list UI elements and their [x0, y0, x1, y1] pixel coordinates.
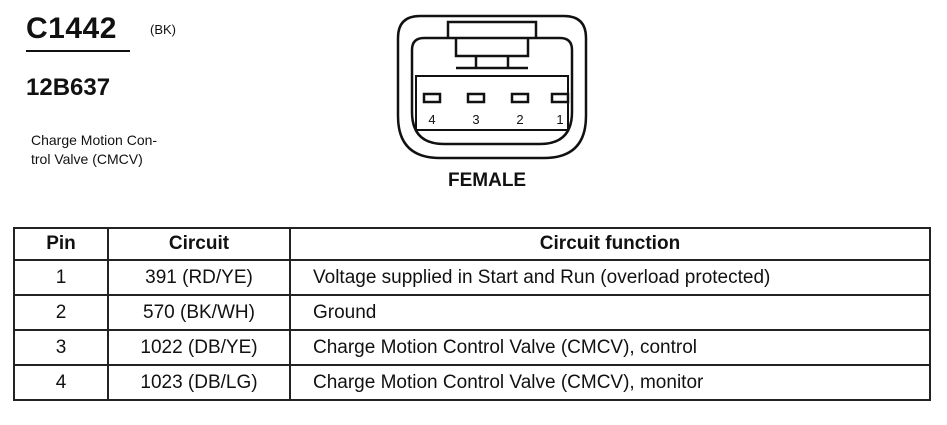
header-pin: Pin [13, 227, 109, 261]
pin-slot-2 [510, 92, 530, 104]
cell-circuit: 1022 (DB/YE) [107, 329, 291, 366]
pin-slot-1 [550, 92, 570, 104]
connector-inner-shell [410, 36, 574, 146]
cell-circuit: 391 (RD/YE) [107, 259, 291, 296]
connector-pin-cavity [415, 75, 569, 131]
cell-function: Ground [289, 294, 931, 331]
connector-gender: FEMALE [448, 170, 527, 191]
header-circuit-function: Circuit function [289, 227, 931, 261]
cell-function: Charge Motion Control Valve (CMCV), moni… [289, 364, 931, 401]
cell-circuit: 570 (BK/WH) [107, 294, 291, 331]
connector-latch [446, 20, 538, 70]
connector-face-diagram: 4 3 2 1 [396, 14, 588, 160]
cell-function: Voltage supplied in Start and Run (overl… [289, 259, 931, 296]
table-row: 4 1023 (DB/LG) Charge Motion Control Val… [13, 364, 931, 401]
pin-slot-4 [422, 92, 442, 104]
pin-label-4: 4 [428, 112, 435, 127]
description-line-2: trol Valve (CMCV) [31, 151, 143, 167]
connector-id: C1442 [26, 12, 117, 45]
description-line-1: Charge Motion Con- [31, 132, 158, 148]
pin-label-3: 3 [472, 112, 479, 127]
cell-pin: 2 [13, 294, 109, 331]
connector-id-underline [26, 50, 130, 52]
table-row: 2 570 (BK/WH) Ground [13, 294, 931, 331]
cell-pin: 4 [13, 364, 109, 401]
part-number: 12B637 [26, 74, 111, 101]
connector-color-code: (BK) [150, 22, 176, 37]
pin-label-2: 2 [516, 112, 523, 127]
cell-function: Charge Motion Control Valve (CMCV), cont… [289, 329, 931, 366]
header-circuit: Circuit [107, 227, 291, 261]
cell-pin: 1 [13, 259, 109, 296]
table-row: 3 1022 (DB/YE) Charge Motion Control Val… [13, 329, 931, 366]
connector-description: Charge Motion Con- trol Valve (CMCV) [31, 131, 206, 169]
cell-pin: 3 [13, 329, 109, 366]
pinout-table: Pin Circuit Circuit function 1 391 (RD/Y… [13, 227, 931, 401]
cell-circuit: 1023 (DB/LG) [107, 364, 291, 401]
pin-label-1: 1 [556, 112, 563, 127]
table-header-row: Pin Circuit Circuit function [13, 227, 931, 261]
table-row: 1 391 (RD/YE) Voltage supplied in Start … [13, 259, 931, 296]
pin-slot-3 [466, 92, 486, 104]
connector-outer-shell [396, 14, 588, 160]
